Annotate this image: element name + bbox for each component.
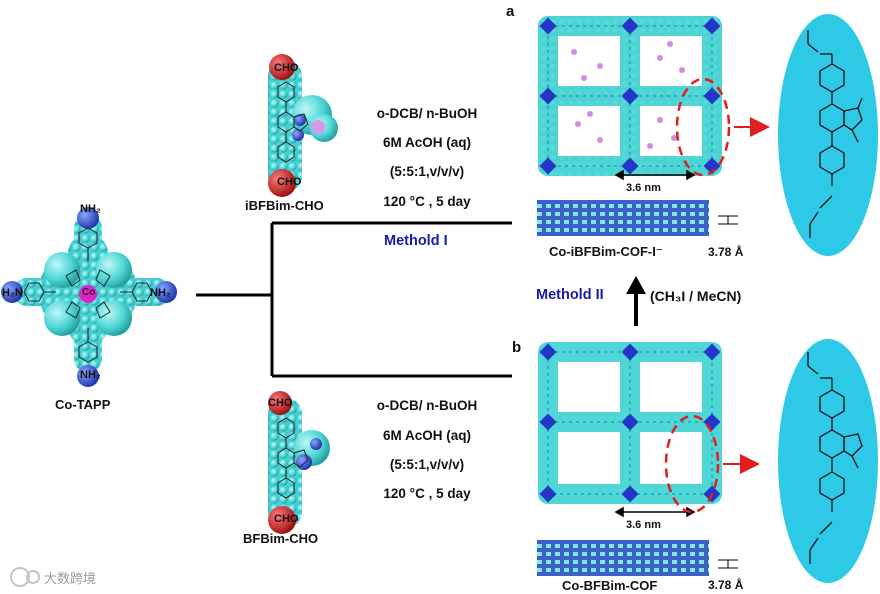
method-2-arrow bbox=[626, 276, 646, 326]
nh2-right-label: NH₂ bbox=[150, 287, 171, 299]
condition-top-1: o-DCB/ n-BuOH bbox=[376, 106, 478, 121]
structure-ellipse-bottom bbox=[778, 339, 878, 583]
condition-bottom-1: o-DCB/ n-BuOH bbox=[376, 398, 478, 413]
condition-bottom-3: (5:5:1,v/v/v) bbox=[389, 457, 465, 472]
method-1-label: Methold I bbox=[384, 233, 448, 249]
stacking-view-top bbox=[537, 200, 738, 236]
cobalt-label: Co bbox=[82, 287, 96, 298]
bfbim-cho-label: BFBim-CHO bbox=[243, 531, 319, 546]
scheme-lines bbox=[196, 221, 512, 378]
ibfbim-cho-label: iBFBim-CHO bbox=[245, 198, 324, 213]
condition-bottom-4: 120 °C , 5 day bbox=[383, 486, 471, 501]
watermark-text: 大数跨境 bbox=[44, 571, 97, 586]
cho-top-label-2: CHO bbox=[268, 397, 293, 409]
nh2-left-label: H₂N bbox=[2, 287, 23, 299]
method-2-reagent: (CH₃I / MeCN) bbox=[650, 288, 742, 304]
cof-framework-top bbox=[538, 16, 722, 176]
pore-size-bottom: 3.6 nm bbox=[626, 519, 661, 531]
structure-ellipse-top bbox=[778, 14, 878, 256]
condition-bottom-2: 6M AcOH (aq) bbox=[382, 428, 471, 443]
pore-size-top: 3.6 nm bbox=[626, 182, 661, 194]
co-tapp-label: Co-TAPP bbox=[55, 397, 111, 412]
highlight-bottom bbox=[664, 414, 760, 514]
cof-bottom-label: Co-BFBim-COF bbox=[562, 578, 658, 593]
nh2-bottom-label: NH₂ bbox=[80, 369, 101, 381]
condition-top-2: 6M AcOH (aq) bbox=[382, 135, 471, 150]
panel-label-b: b bbox=[512, 339, 522, 356]
highlight-top bbox=[675, 77, 770, 177]
cho-bottom-label-1: CHO bbox=[277, 176, 302, 188]
watermark-logo bbox=[10, 567, 40, 587]
stacking-distance-top: 3.78 Å bbox=[708, 245, 744, 259]
nh2-top-label: NH₂ bbox=[80, 203, 101, 215]
cho-top-label-1: CHO bbox=[274, 62, 299, 74]
bfbim-cho-molecule bbox=[268, 391, 330, 534]
cho-bottom-label-2: CHO bbox=[274, 513, 299, 525]
method-2-label: Methold II bbox=[536, 287, 604, 303]
stacking-view-bottom bbox=[537, 540, 738, 576]
ibfbim-cho-molecule bbox=[268, 54, 338, 197]
condition-top-3: (5:5:1,v/v/v) bbox=[389, 164, 465, 179]
condition-top-4: 120 °C , 5 day bbox=[383, 194, 471, 209]
stacking-distance-bottom: 3.78 Å bbox=[708, 578, 744, 592]
co-tapp-molecule bbox=[1, 207, 177, 387]
cof-top-label: Co-iBFBim-COF-I⁻ bbox=[549, 244, 663, 259]
cof-framework-bottom bbox=[538, 342, 722, 504]
panel-label-a: a bbox=[506, 3, 515, 20]
